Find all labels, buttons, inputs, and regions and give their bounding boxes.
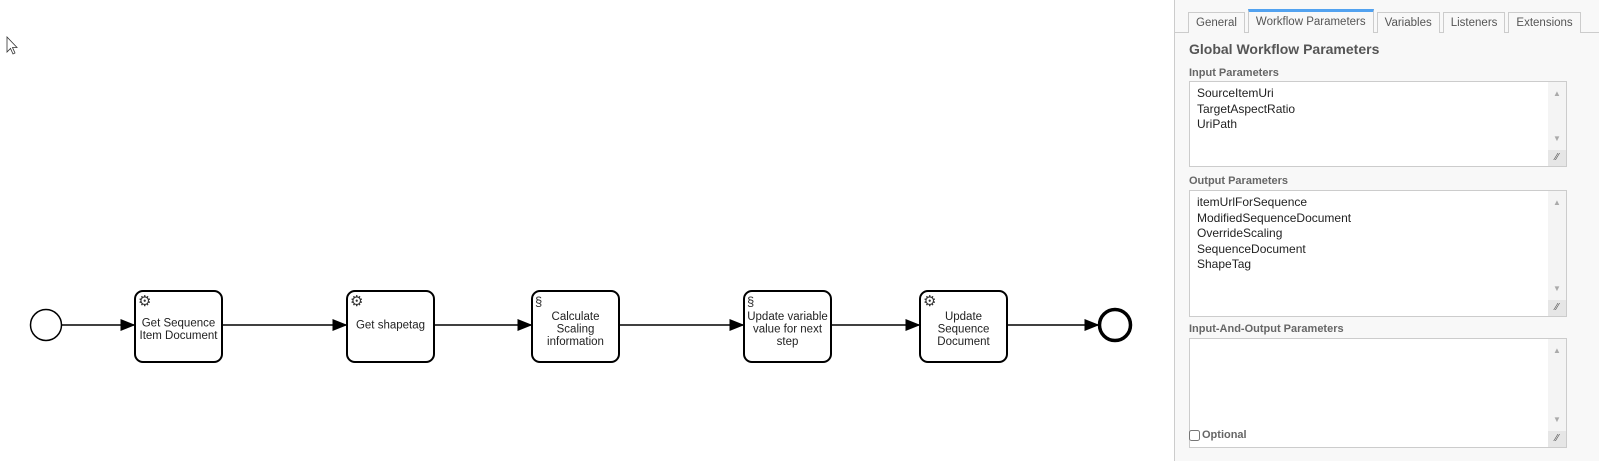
script-icon: §	[747, 294, 754, 309]
gear-icon: ⚙	[138, 293, 151, 310]
task-label: Item Document	[140, 330, 219, 342]
parameter-value: ShapeTag	[1197, 257, 1252, 271]
task-label: information	[547, 336, 604, 348]
tab-variables[interactable]: Variables	[1376, 12, 1440, 33]
optional-checkbox-row[interactable]: Optional	[1189, 429, 1247, 441]
tab-workflow-parameters[interactable]: Workflow Parameters	[1247, 9, 1374, 33]
io-parameters-label: Input-And-Output Parameters	[1189, 323, 1344, 335]
input-parameters-label: Input Parameters	[1189, 67, 1279, 79]
tab-extensions[interactable]: Extensions	[1508, 12, 1581, 33]
task-label: Update variable	[747, 311, 828, 323]
task-label: Update	[945, 311, 982, 323]
parameter-value: itemUrlForSequence	[1197, 195, 1308, 209]
scrollbar[interactable]: ▲ ▼ ⁄⁄	[1548, 82, 1566, 166]
resize-handle-icon[interactable]: ⁄⁄	[1548, 300, 1566, 316]
parameter-value: SequenceDocument	[1197, 241, 1306, 256]
start-event[interactable]	[29, 308, 63, 342]
task-label: Get shapetag	[356, 320, 425, 332]
task-label: Get Sequence	[142, 317, 216, 329]
parameter-value: SourceItemUri	[1197, 86, 1274, 100]
scroll-down-icon[interactable]: ▼	[1553, 414, 1561, 424]
scroll-up-icon[interactable]: ▲	[1553, 89, 1561, 98]
task-label: step	[777, 336, 799, 348]
scrollbar[interactable]: ▲ ▼ ⁄⁄	[1548, 339, 1566, 447]
tab-listeners[interactable]: Listeners	[1442, 12, 1506, 33]
optional-checkbox[interactable]	[1189, 429, 1200, 441]
tab-general[interactable]: General	[1188, 12, 1245, 33]
task-label: value for next	[753, 324, 823, 336]
parameter-value: TargetAspectRatio	[1197, 101, 1296, 116]
parameter-value: UriPath	[1197, 117, 1238, 131]
resize-handle-icon[interactable]: ⁄⁄	[1548, 431, 1566, 447]
task-label: Sequence	[938, 324, 990, 336]
section-title: Global Workflow Parameters	[1189, 41, 1380, 57]
gear-icon: ⚙	[350, 293, 363, 310]
io-parameters-textarea[interactable]: ▲ ▼ ⁄⁄	[1189, 338, 1567, 448]
gear-icon: ⚙	[923, 293, 936, 310]
parameter-value: ModifiedSequenceDocument	[1197, 210, 1352, 225]
task-service[interactable]: ⚙ Get shapetag	[346, 290, 435, 363]
scroll-down-icon[interactable]: ▼	[1553, 283, 1561, 293]
scrollbar[interactable]: ▲ ▼ ⁄⁄	[1548, 191, 1566, 316]
scroll-down-icon[interactable]: ▼	[1553, 133, 1561, 143]
end-event[interactable]	[1097, 307, 1133, 343]
parameter-value: OverrideScaling	[1197, 226, 1283, 240]
output-parameters-label: Output Parameters	[1189, 175, 1289, 187]
task-label: Calculate	[552, 311, 600, 323]
resize-handle-icon[interactable]: ⁄⁄	[1548, 150, 1566, 166]
task-label: Document	[937, 336, 990, 348]
cursor-icon	[6, 36, 18, 55]
scroll-up-icon[interactable]: ▲	[1553, 198, 1561, 207]
optional-label: Optional	[1202, 429, 1247, 441]
scroll-up-icon[interactable]: ▲	[1553, 346, 1561, 355]
task-label: Scaling	[557, 324, 595, 336]
script-icon: §	[535, 294, 542, 309]
